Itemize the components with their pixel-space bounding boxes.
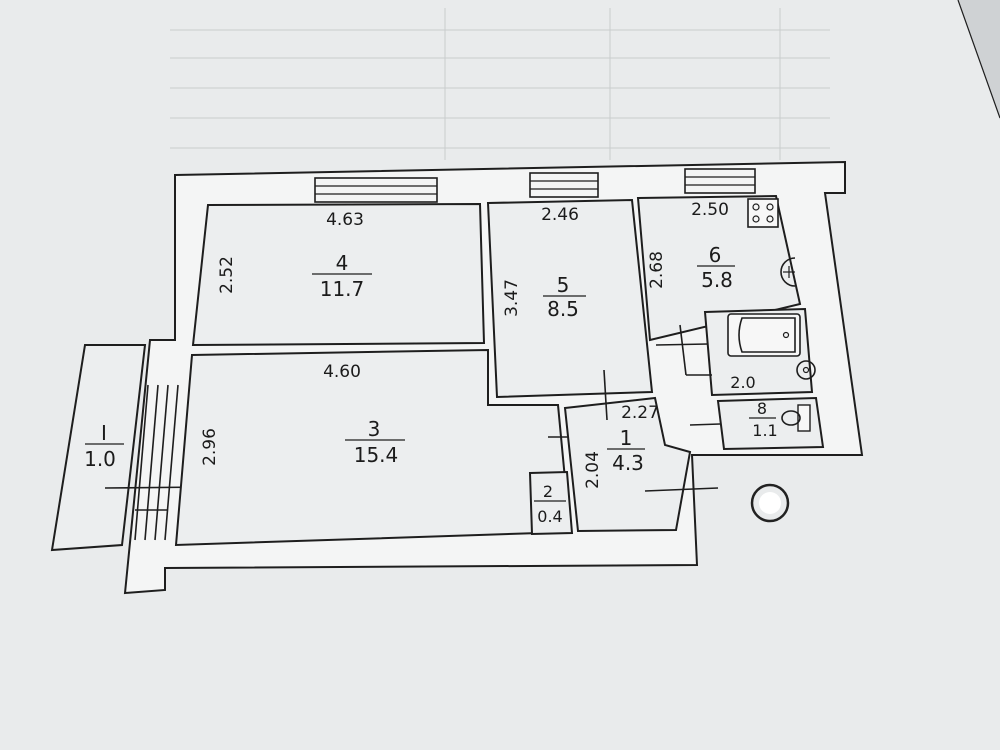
room-3 xyxy=(174,348,572,547)
window-room-5 xyxy=(529,172,599,198)
window-room-4 xyxy=(314,177,438,203)
room-3-number: 3 xyxy=(368,417,381,441)
stove-icon xyxy=(747,198,779,228)
room-4-area: 11.7 xyxy=(320,277,365,301)
balcony-area: 1.0 xyxy=(84,447,116,471)
washbasin-icon xyxy=(796,360,816,380)
toilet-icon xyxy=(781,404,811,432)
room-4-number: 4 xyxy=(336,251,349,275)
room-6-width-label: 2.50 xyxy=(691,200,729,220)
room-6-number: 6 xyxy=(709,243,722,267)
room-3-depth-label: 2.96 xyxy=(200,428,220,466)
room-8-toilet xyxy=(716,396,825,451)
room-7-area: 2.0 xyxy=(730,373,755,392)
room-1-depth-label: 2.04 xyxy=(583,451,603,489)
room-1-area: 4.3 xyxy=(612,451,644,475)
room-3-area: 15.4 xyxy=(354,443,399,467)
faint-background-table xyxy=(170,8,830,160)
balcony-number: I xyxy=(101,421,107,445)
room-2-area: 0.4 xyxy=(537,507,562,526)
room-5-depth-label: 3.47 xyxy=(502,279,522,317)
kitchen-sink-icon xyxy=(780,257,796,287)
room-1 xyxy=(563,396,692,533)
room-1-width-label: 2.27 xyxy=(621,403,659,423)
room-5-number: 5 xyxy=(557,273,570,297)
room-4-width-label: 4.63 xyxy=(326,210,364,230)
paper-edge xyxy=(957,0,1000,119)
compass-circle-icon xyxy=(750,483,790,523)
room-2 xyxy=(528,470,574,536)
balcony xyxy=(50,344,147,552)
bathtub-icon xyxy=(727,313,801,357)
room-8-area: 1.1 xyxy=(752,421,777,440)
room-2-number: 2 xyxy=(543,482,553,501)
room-5-width-label: 2.46 xyxy=(541,205,579,225)
window-room-6 xyxy=(684,168,756,194)
room-8-number: 8 xyxy=(757,399,767,418)
room-4-depth-label: 2.52 xyxy=(217,256,237,294)
room-6-depth-label: 2.68 xyxy=(647,251,667,289)
room-3-width-label: 4.60 xyxy=(323,362,361,382)
door-marks xyxy=(548,324,721,492)
room-1-number: 1 xyxy=(620,426,633,450)
room-6-area: 5.8 xyxy=(701,268,733,292)
room-6 xyxy=(636,194,802,342)
room-5-area: 8.5 xyxy=(547,297,579,321)
room-5 xyxy=(486,198,654,399)
